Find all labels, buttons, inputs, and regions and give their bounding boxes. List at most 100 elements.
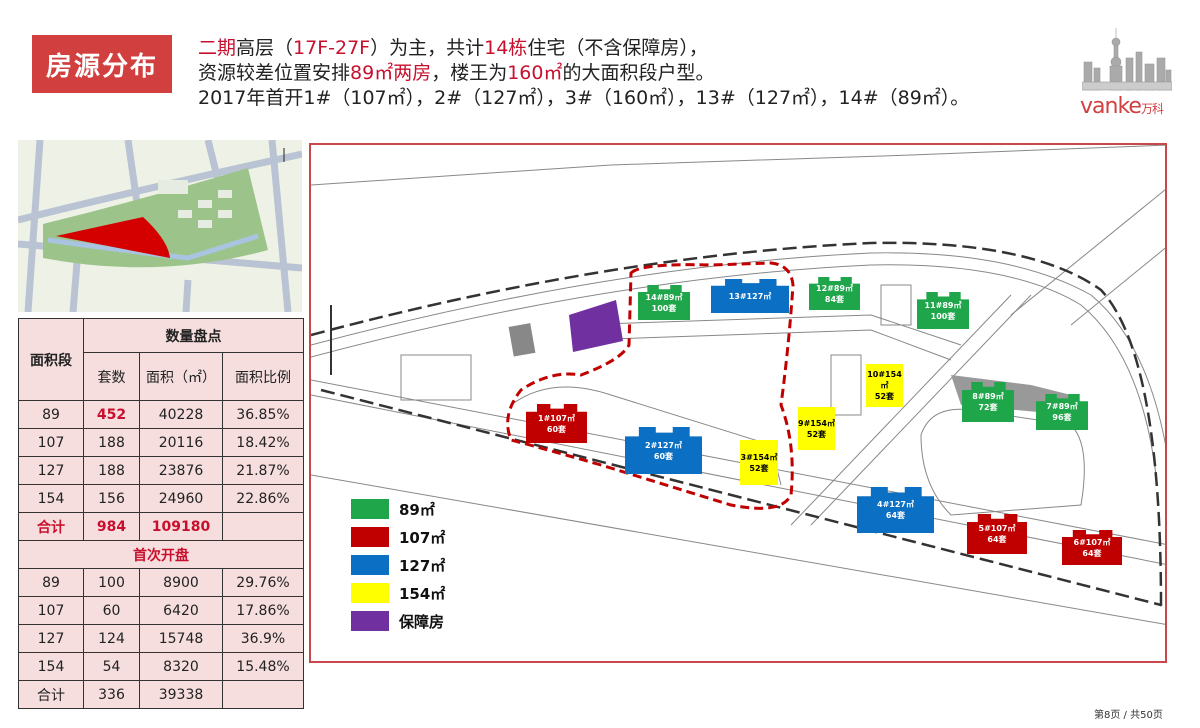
- legend-label: 107㎡: [399, 528, 446, 547]
- cell-ratio: 18.42%: [222, 428, 304, 457]
- headline-fragment: ，楼王为: [431, 62, 508, 84]
- legend-swatch: [351, 555, 389, 575]
- building-label: 3#154㎡: [740, 452, 778, 462]
- building-label: 9#154㎡: [798, 418, 835, 428]
- building-units: 64套: [885, 511, 906, 520]
- cell: [222, 512, 304, 541]
- cell-units: 156: [83, 484, 140, 513]
- cell-ratio: 21.87%: [222, 456, 304, 485]
- legend-swatch: [351, 527, 389, 547]
- building-units: 60套: [653, 451, 674, 461]
- legend-item: 127㎡: [351, 553, 445, 577]
- legend-item: 154㎡: [351, 581, 445, 605]
- legend-item: 保障房: [351, 609, 445, 633]
- cell-units: 188: [83, 456, 140, 485]
- cell-units: 124: [83, 624, 140, 653]
- cell-area: 8320: [139, 652, 223, 681]
- headline-fragment: ）为主，共计: [370, 37, 485, 59]
- cell-area: 24960: [139, 484, 223, 513]
- building-units: 64套: [1082, 548, 1102, 558]
- table-row-total: 合计 984 109180: [18, 512, 304, 541]
- cell-ratio: 36.85%: [222, 400, 304, 429]
- city-skyline-icon: [1082, 28, 1172, 91]
- legend-swatch: [351, 611, 389, 631]
- building-units: 52套: [806, 429, 827, 439]
- legend-label: 保障房: [399, 612, 445, 631]
- headline-line-1: 二期高层（17F-27F）为主，共计14栋住宅（不含保障房），: [198, 36, 969, 61]
- section-header-first-open: 首次开盘: [18, 540, 304, 569]
- cell-area: 23876: [139, 456, 223, 485]
- cell-seg: 154: [18, 484, 84, 513]
- cell-ratio: 15.48%: [222, 652, 304, 681]
- legend-item: 107㎡: [351, 525, 445, 549]
- building-units: 96套: [1052, 413, 1072, 422]
- legend-swatch: [351, 499, 389, 519]
- vanke-logo: vanke万科: [1078, 28, 1178, 120]
- cell-seg: 127: [18, 456, 84, 485]
- headline-fragment: 160㎡: [507, 62, 563, 84]
- legend-label: 154㎡: [399, 584, 446, 603]
- headline-fragment: 住宅（不含保障房），: [527, 37, 708, 59]
- group-header-inventory: 数量盘点: [83, 318, 304, 353]
- col-header-units: 套数: [83, 352, 140, 401]
- cell-area: 8900: [139, 568, 223, 597]
- building-units: 72套: [978, 403, 998, 412]
- cell-ratio: 29.76%: [222, 568, 304, 597]
- cell-units: 100: [83, 568, 140, 597]
- col-header-area: 面积（㎡）: [139, 352, 223, 401]
- headline-fragment: 17F-27F: [293, 37, 371, 59]
- building-label: 14#89㎡: [645, 292, 683, 302]
- cell-ratio: 36.9%: [222, 624, 304, 653]
- building-label: 7#89㎡: [1046, 402, 1078, 411]
- headline-line-2: 资源较差位置安排89㎡两房，楼王为160㎡的大面积段户型。: [198, 61, 969, 86]
- cell-ratio: 17.86%: [222, 596, 304, 625]
- headline-fragment: 高层（: [236, 37, 294, 59]
- cell: [222, 680, 304, 709]
- legend-item: 89㎡: [351, 497, 445, 521]
- headline-fragment: 的大面积段户型。: [562, 62, 715, 84]
- cell-units: 54: [83, 652, 140, 681]
- location-map: [18, 140, 302, 312]
- cell: 合计: [18, 680, 84, 709]
- cell-area: 15748: [139, 624, 223, 653]
- legend-swatch: [351, 583, 389, 603]
- building-units: 52套: [749, 463, 769, 473]
- cell-area: 6420: [139, 596, 223, 625]
- cell-seg: 154: [18, 652, 84, 681]
- building-units: 84套: [824, 294, 845, 304]
- building-label: 10#154㎡: [867, 370, 902, 390]
- building-label: 4#127㎡: [877, 500, 914, 509]
- cell-units: 60: [83, 596, 140, 625]
- building-label: 8#89㎡: [972, 392, 1004, 401]
- section-badge: 房源分布: [32, 35, 172, 93]
- cell-seg: 127: [18, 624, 84, 653]
- col-header-segment: 面积段: [18, 318, 84, 401]
- cell-area: 40228: [139, 400, 223, 429]
- building-units: 100套: [930, 311, 956, 321]
- headline-fragment: 89㎡两房: [350, 62, 432, 84]
- building-label: 11#89㎡: [924, 300, 962, 310]
- cell-units: 452: [83, 400, 140, 429]
- headline-line-3: 2017年首开1#（107㎡），2#（127㎡），3#（160㎡），13#（12…: [198, 87, 970, 109]
- cell-units: 188: [83, 428, 140, 457]
- legend-label: 127㎡: [399, 556, 446, 575]
- page-number: 第8页 / 共50页: [1094, 710, 1163, 721]
- building-units: 60套: [546, 424, 567, 434]
- building-units: 100套: [651, 303, 677, 313]
- building-label: 12#89㎡: [816, 283, 853, 293]
- cell-seg: 107: [18, 428, 84, 457]
- headline-fragment: 资源较差位置安排: [198, 62, 351, 84]
- cell-seg: 107: [18, 596, 84, 625]
- cell: 合计: [18, 512, 84, 541]
